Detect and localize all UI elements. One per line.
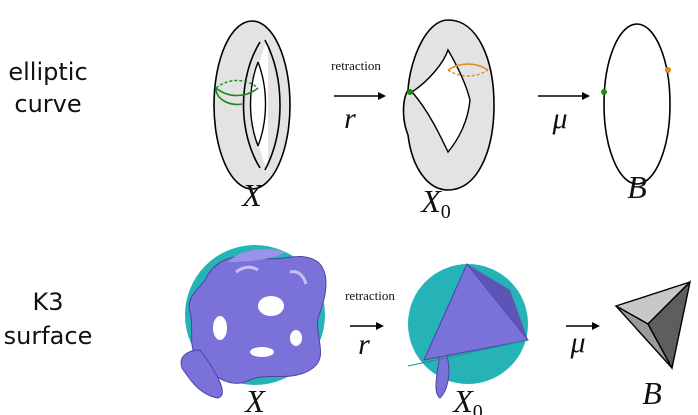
elliptic-b-label: B: [627, 169, 647, 205]
k3-mu-arrow: μ: [566, 322, 600, 359]
pinched-torus-x0: [402, 19, 495, 191]
elliptic-label-line1: elliptic: [8, 58, 87, 86]
k3-row: K3 surface X retraction r: [4, 245, 692, 415]
k3-x-label: X: [243, 383, 266, 415]
k3-label-line1: K3: [32, 288, 63, 316]
elliptic-retraction-text: retraction: [331, 58, 381, 73]
k3-b-label: B: [642, 375, 662, 411]
elliptic-x0-label: X0: [419, 183, 451, 223]
tetrahedron-b: [614, 279, 692, 371]
elliptic-mu-label: μ: [551, 102, 567, 135]
torus-x: [213, 20, 291, 190]
k3-retraction-text: retraction: [345, 288, 395, 303]
k3-x0: [407, 263, 529, 399]
elliptic-label-line2: curve: [14, 90, 81, 118]
elliptic-row: elliptic curve X retraction r: [8, 19, 671, 223]
base-circle-b: [601, 23, 671, 185]
k3-r-label: r: [358, 328, 370, 361]
elliptic-x-label: X: [240, 177, 263, 213]
elliptic-r-label: r: [344, 102, 356, 135]
elliptic-retraction-arrow: retraction r: [331, 58, 386, 135]
k3-label-line2: surface: [4, 322, 93, 350]
k3-mu-label: μ: [569, 326, 585, 359]
k3-surface-x: [180, 245, 327, 399]
k3-x0-label: X0: [451, 383, 483, 415]
elliptic-mu-arrow: μ: [538, 92, 590, 135]
k3-retraction-arrow: retraction r: [345, 288, 395, 361]
